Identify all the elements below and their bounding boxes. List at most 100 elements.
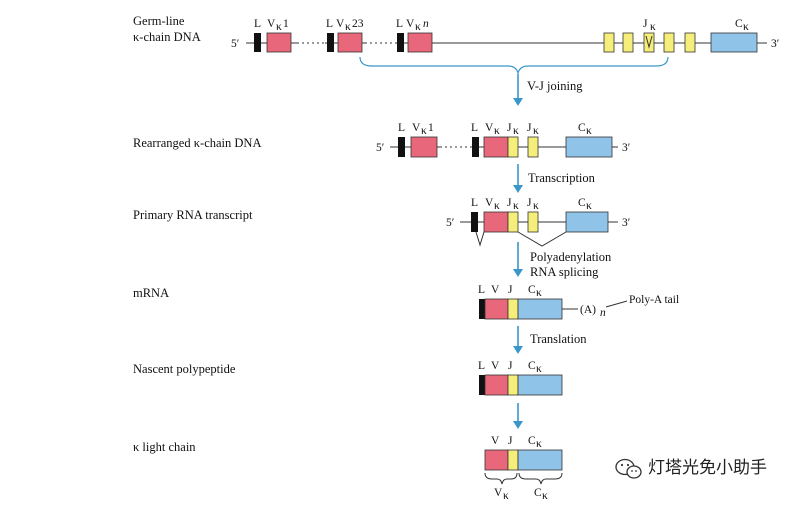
step-vj-joining: V-J joining <box>527 79 583 93</box>
mrna-row: (A) n Poly-A tail L V J C κ <box>478 284 679 320</box>
germline-label-l1: L <box>254 18 261 30</box>
svg-text:L: L <box>478 284 485 296</box>
watermark-text: 灯塔光免小助手 <box>648 458 767 478</box>
rearranged-dna-row: 5′ 3′ L V κ 1 L V κ J κ J κ C κ <box>376 122 630 158</box>
germline-vk23-segment <box>337 32 363 53</box>
svg-text:C: C <box>528 360 536 372</box>
light-chain-j-segment <box>507 449 519 471</box>
svg-text:J: J <box>508 284 513 296</box>
svg-text:n: n <box>423 18 429 30</box>
svg-text:V: V <box>491 284 500 296</box>
germline-leader-n <box>397 33 404 52</box>
svg-text:κ: κ <box>650 21 656 33</box>
mrna-poly-a: (A) <box>580 304 596 316</box>
primary-jk-segment <box>527 211 539 233</box>
svg-text:J: J <box>507 197 512 209</box>
germline-label-v23: V <box>336 18 345 30</box>
germline-label-v1: V <box>267 18 276 30</box>
stage-mrna-label: mRNA <box>133 286 169 300</box>
svg-text:κ: κ <box>586 125 592 137</box>
svg-text:V: V <box>412 122 421 134</box>
germline-leader-2 <box>327 33 334 52</box>
svg-text:κ: κ <box>494 200 500 212</box>
watermark: 灯塔光免小助手 <box>615 458 767 479</box>
germline-jk-segment-1 <box>603 32 615 53</box>
arrow-processing: Polyadenylation RNA splicing <box>513 242 612 279</box>
germline-3prime: 3′ <box>771 38 779 50</box>
rearranged-vk1-segment <box>410 136 438 158</box>
primary-splice-intron-2 <box>517 231 567 247</box>
svg-text:V: V <box>485 197 494 209</box>
germline-5prime: 5′ <box>231 38 239 50</box>
mrna-leader <box>479 299 485 319</box>
svg-text:J: J <box>507 122 512 134</box>
svg-text:V: V <box>485 122 494 134</box>
germline-label-ck: C <box>735 18 743 30</box>
germline-label-ln: L <box>396 18 403 30</box>
primary-splice-intron-1 <box>475 231 485 247</box>
svg-text:κ: κ <box>536 438 542 450</box>
germline-label-l2: L <box>326 18 333 30</box>
svg-text:κ: κ <box>276 21 282 33</box>
step-rna-splicing: RNA splicing <box>530 265 599 279</box>
arrow-vj-joining: V-J joining <box>513 74 583 106</box>
svg-text:V: V <box>491 360 500 372</box>
svg-text:κ: κ <box>536 363 542 375</box>
svg-text:1: 1 <box>428 122 434 134</box>
light-chain-row: V J C κ V κ C κ <box>484 435 563 502</box>
stage-nascent-label: Nascent polypeptide <box>133 362 236 376</box>
svg-text:L: L <box>471 122 478 134</box>
primary-leader <box>471 212 478 232</box>
svg-text:J: J <box>527 197 532 209</box>
germline-label-jk: J <box>643 18 648 30</box>
svg-text:V: V <box>491 435 500 447</box>
light-chain-v-segment <box>484 449 509 471</box>
nascent-j-segment <box>507 374 519 396</box>
svg-text:κ: κ <box>743 21 749 33</box>
svg-text:C: C <box>528 284 536 296</box>
nascent-polypeptide-row: L V J C κ <box>478 360 563 396</box>
svg-text:κ: κ <box>494 125 500 137</box>
svg-text:κ: κ <box>586 200 592 212</box>
vj-joining-bracket <box>359 56 669 76</box>
step-polyadenylation: Polyadenylation <box>530 250 612 264</box>
primary-vk-segment <box>483 211 509 233</box>
svg-text:C: C <box>578 122 586 134</box>
svg-text:κ: κ <box>421 125 427 137</box>
step-transcription: Transcription <box>528 171 596 185</box>
svg-text:κ: κ <box>513 200 519 212</box>
svg-text:C: C <box>528 435 536 447</box>
germline-jk-segment-4 <box>663 32 675 53</box>
germline-jk-marker <box>645 35 653 49</box>
svg-text:J: J <box>527 122 532 134</box>
stage-germline-label-1: Germ-line <box>133 14 185 28</box>
svg-text:κ: κ <box>536 287 542 299</box>
svg-text:κ: κ <box>513 125 519 137</box>
germline-jk-segment-5 <box>684 32 696 53</box>
primary-ck-segment <box>565 211 609 233</box>
step-translation: Translation <box>530 332 587 346</box>
primary-transcript-row: 5′ 3′ L V κ J κ J κ C κ <box>446 197 630 247</box>
rearranged-jk-joined <box>507 136 519 158</box>
mrna-c-segment <box>517 298 563 320</box>
ck-domain-brace <box>518 472 563 485</box>
svg-text:23: 23 <box>352 18 364 30</box>
svg-text:κ: κ <box>503 490 509 502</box>
nascent-c-segment <box>517 374 563 396</box>
svg-text:C: C <box>578 197 586 209</box>
svg-text:5′: 5′ <box>446 217 454 229</box>
light-chain-c-segment <box>517 449 563 471</box>
svg-text:L: L <box>478 360 485 372</box>
germline-vk1-segment <box>266 32 292 53</box>
svg-text:3′: 3′ <box>622 142 630 154</box>
arrow-transcription: Transcription <box>513 164 596 193</box>
rearranged-jk-segment <box>527 136 539 158</box>
germline-ck-segment <box>710 32 758 53</box>
svg-text:1: 1 <box>283 18 289 30</box>
vk-domain-label: V <box>494 487 503 499</box>
svg-text:κ: κ <box>542 490 548 502</box>
stage-rearranged-label: Rearranged κ-chain DNA <box>133 136 261 150</box>
nascent-v-segment <box>484 374 509 396</box>
rearranged-vk-segment <box>483 136 509 158</box>
